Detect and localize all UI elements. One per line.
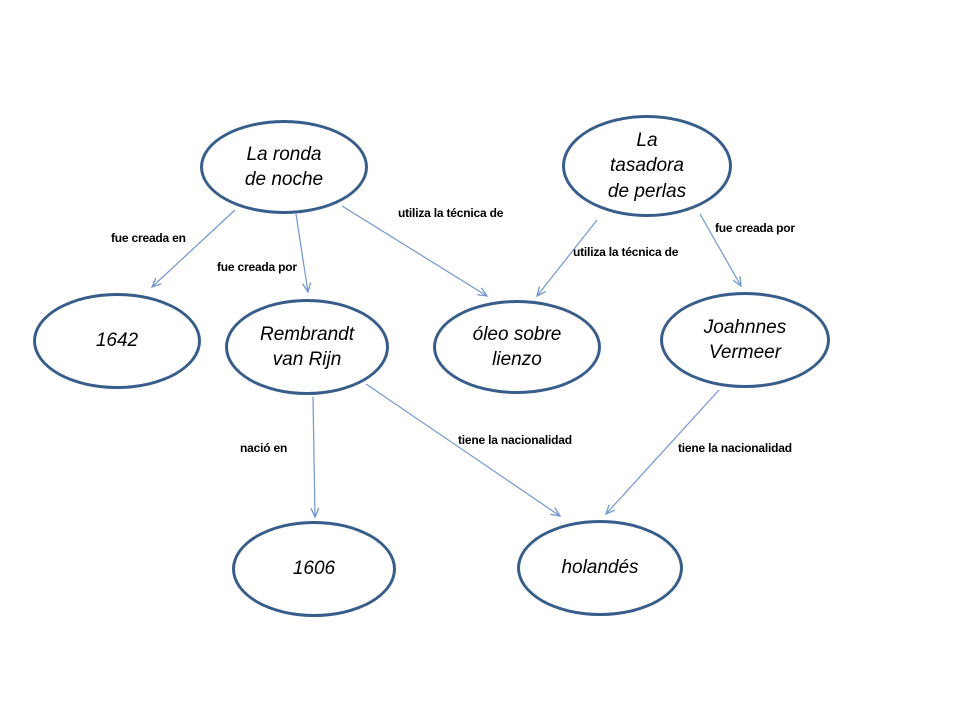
node-label: La tasadora de perlas (607, 130, 687, 202)
node-label: 1642 (95, 330, 139, 352)
edge-ronda-to-oleo[interactable] (341, 205, 489, 297)
node-oleo-sobre-lienzo[interactable]: óleo sobre lienzo (433, 300, 601, 394)
edge-vermeer-to-holandes[interactable] (604, 389, 720, 516)
edge-tasadora-to-vermeer[interactable] (699, 213, 742, 288)
node-label: Joahnnes Vermeer (703, 316, 787, 363)
node-la-ronda-de-noche[interactable]: La ronda de noche (200, 120, 368, 214)
edge-label-nacio-en[interactable]: nació en (240, 441, 288, 455)
edge-ronda-to-rembrandt[interactable] (295, 213, 312, 294)
node-rembrandt-van-rijn[interactable]: Rembrandt van Rijn (225, 299, 389, 395)
node-label: Rembrandt van Rijn (260, 323, 354, 370)
node-la-tasadora-de-perlas[interactable]: La tasadora de perlas (562, 115, 732, 217)
node-joahnnes-vermeer[interactable]: Joahnnes Vermeer (660, 292, 830, 388)
node-label: óleo sobre lienzo (472, 323, 562, 370)
edge-tasadora-to-oleo[interactable] (536, 219, 598, 298)
edge-rembrandt-to-1606[interactable] (310, 396, 320, 519)
node-holandes[interactable]: holandés (517, 520, 683, 616)
edge-label-utiliza-la-tecnica-de-ronda[interactable]: utiliza la técnica de (398, 206, 504, 220)
edge-rembrandt-to-holandes[interactable] (365, 383, 562, 517)
edge-ronda-to-1642[interactable] (150, 209, 236, 289)
edge-label-utiliza-la-tecnica-de-tasadora[interactable]: utiliza la técnica de (573, 245, 679, 259)
node-1642[interactable]: 1642 (33, 293, 201, 389)
edge-label-fue-creada-en[interactable]: fue creada en (111, 231, 186, 245)
node-label: 1606 (292, 558, 336, 580)
node-label: La ronda de noche (244, 143, 324, 190)
edge-label-fue-creada-por-vermeer[interactable]: fue creada por (715, 221, 795, 235)
edge-label-tiene-la-nacionalidad-vermeer[interactable]: tiene la nacionalidad (678, 441, 792, 455)
edge-label-tiene-la-nacionalidad-rembrandt[interactable]: tiene la nacionalidad (458, 433, 572, 447)
node-1606[interactable]: 1606 (232, 521, 396, 617)
node-label: holandés (561, 557, 639, 579)
edge-label-fue-creada-por-rembrandt[interactable]: fue creada por (217, 260, 297, 274)
